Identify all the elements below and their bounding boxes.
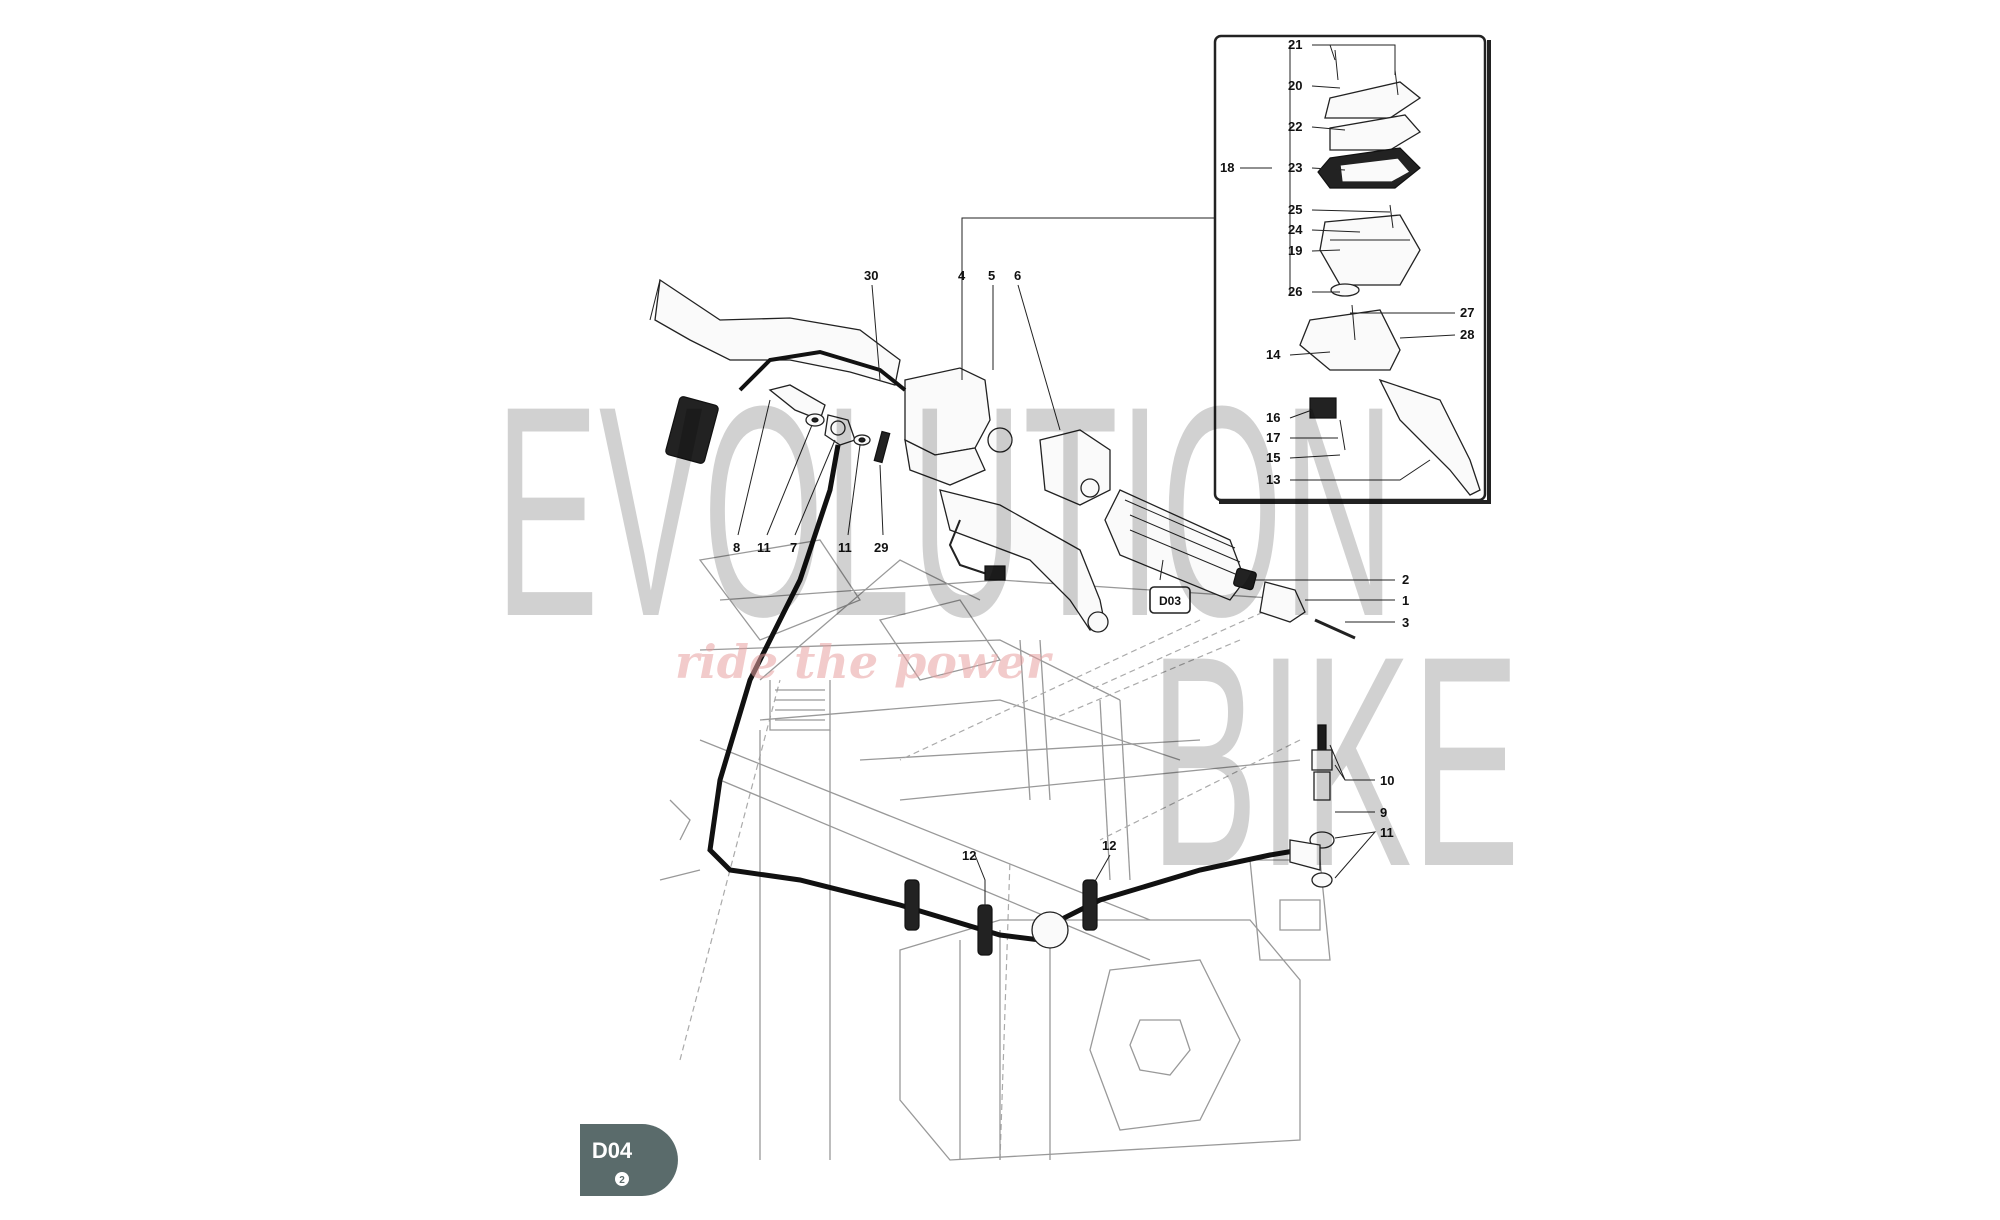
- callout-labels: 30 4 5 6 8 11 7 11 29 2 1 3 10 9 11 12 1…: [733, 37, 1474, 863]
- callout-20: 20: [1288, 78, 1302, 93]
- callout-16: 16: [1266, 410, 1280, 425]
- watermark-tagline: ride the power: [675, 635, 1054, 689]
- callout-26: 26: [1288, 284, 1302, 299]
- bar-end-parts: [1233, 567, 1356, 640]
- callout-25: 25: [1288, 202, 1302, 217]
- callout-5: 5: [988, 268, 995, 283]
- reference-box-label: D03: [1159, 594, 1181, 608]
- caliper-fittings: [1289, 724, 1335, 888]
- callout-11: 11: [1380, 825, 1394, 840]
- callout-1: 1: [1402, 593, 1409, 608]
- wiring-cable-30: [665, 349, 907, 464]
- brake-switch-wire: [948, 519, 1006, 581]
- watermark-word-2: BIKE: [1150, 593, 1520, 929]
- callout-13: 13: [1266, 472, 1280, 487]
- callout-7: 7: [790, 540, 797, 555]
- callout-27: 27: [1460, 305, 1474, 320]
- callout-14: 14: [1266, 347, 1281, 362]
- callout-18: 18: [1220, 160, 1234, 175]
- callout-9: 9: [1380, 805, 1387, 820]
- page-code: D04: [592, 1138, 633, 1163]
- watermark-word-1: EVOLUTION: [495, 343, 1395, 679]
- throttle-grip: [1104, 489, 1246, 601]
- inset-detail-box: [1213, 34, 1491, 504]
- watermark: EVOLUTION BIKE ride the power: [495, 343, 1520, 929]
- callout-19: 19: [1288, 243, 1302, 258]
- callout-23: 23: [1288, 160, 1302, 175]
- callout-3: 3: [1402, 615, 1409, 630]
- callout-22: 22: [1288, 119, 1302, 134]
- callout-10: 10: [1380, 773, 1394, 788]
- brake-lever: [939, 489, 1109, 633]
- callout-17: 17: [1266, 430, 1280, 445]
- leader-lines: [737, 44, 1456, 910]
- callout-24: 24: [1288, 222, 1303, 237]
- page-sheet-number: 2: [619, 1175, 625, 1186]
- callout-8: 8: [733, 540, 740, 555]
- callout-6: 6: [1014, 268, 1021, 283]
- callout-29: 29: [874, 540, 888, 555]
- callout-12: 12: [1102, 838, 1116, 853]
- callout-15: 15: [1266, 450, 1280, 465]
- motorcycle-frame-outline: [659, 539, 1331, 1161]
- callout-11: 11: [757, 540, 771, 555]
- callout-30: 30: [864, 268, 878, 283]
- page-badge: D04 2: [580, 1124, 678, 1196]
- reference-box-d03[interactable]: D03: [1149, 586, 1191, 614]
- callout-11: 11: [838, 540, 852, 555]
- callout-28: 28: [1460, 327, 1474, 342]
- callout-4: 4: [958, 268, 966, 283]
- callout-2: 2: [1402, 572, 1409, 587]
- brake-master-cylinder: [904, 367, 1111, 506]
- banjo-bolt-assembly: [768, 384, 891, 464]
- callout-21: 21: [1288, 37, 1302, 52]
- callout-12: 12: [962, 848, 976, 863]
